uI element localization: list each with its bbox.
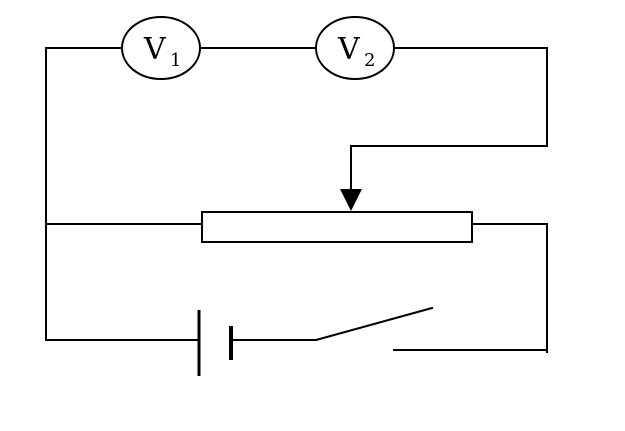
voltmeter-v2-subscript: 2 [364, 50, 375, 71]
voltmeter-v1-subscript: 1 [170, 50, 181, 71]
voltmeter-v2: V 2 [315, 16, 395, 80]
voltmeter-v1: V 1 [121, 16, 201, 80]
slider-arrow-icon [340, 189, 362, 211]
voltmeter-v2-body [315, 16, 395, 80]
rheostat-body [201, 211, 473, 243]
voltmeter-v1-symbol: V [143, 32, 167, 67]
voltmeter-v2-symbol: V [337, 32, 361, 67]
switch-blade [314, 306, 434, 342]
voltmeter-v1-body [121, 16, 201, 80]
